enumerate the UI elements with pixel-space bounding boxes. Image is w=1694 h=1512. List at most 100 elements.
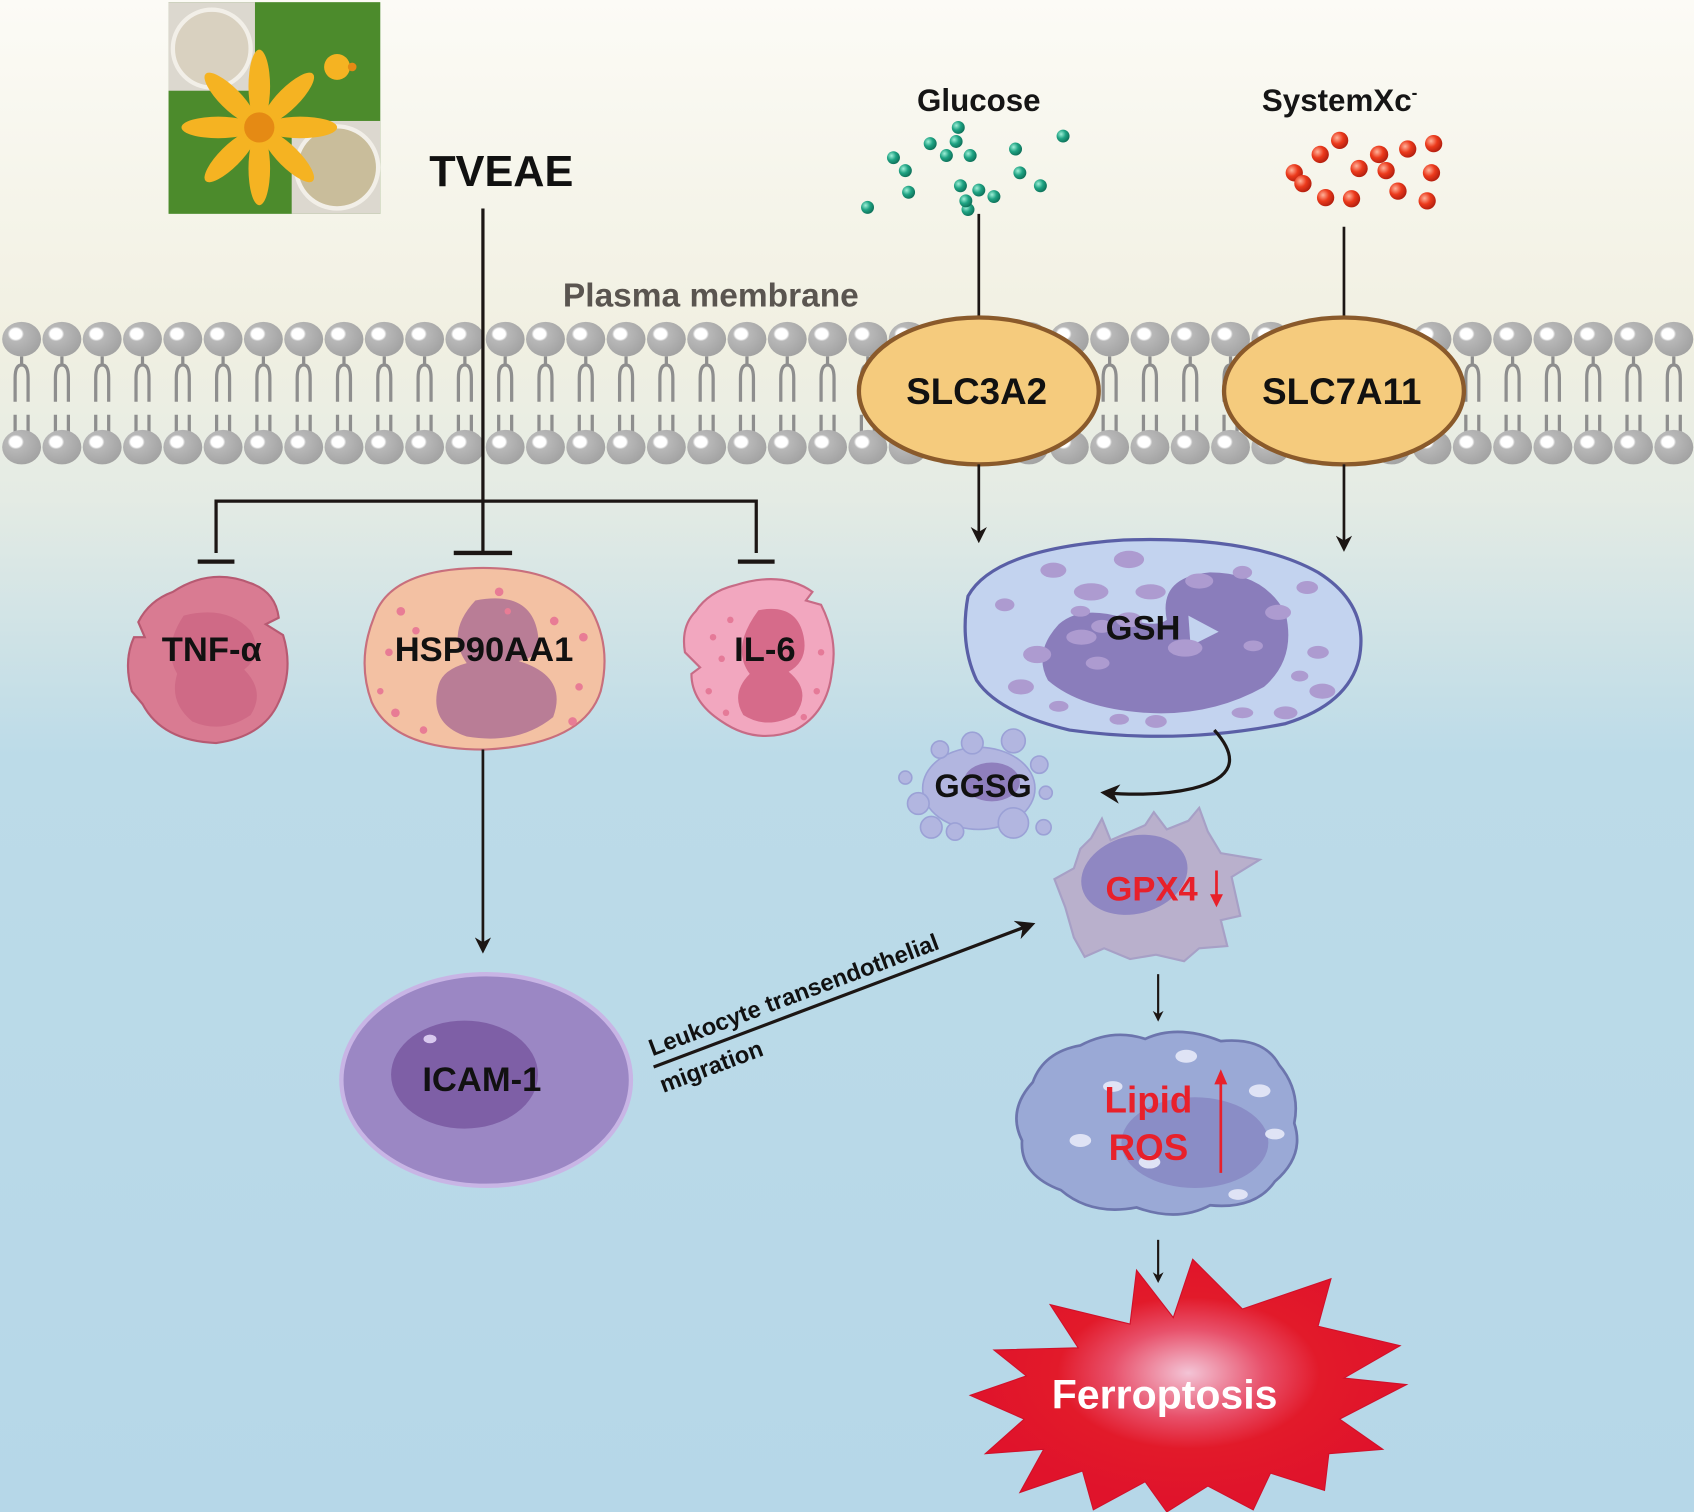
gsh-granule bbox=[1023, 645, 1052, 664]
glucose-particle bbox=[1033, 179, 1047, 193]
slc7a11-transporter: SLC7A11 bbox=[1221, 315, 1467, 467]
gsh-granule bbox=[1109, 713, 1129, 725]
cystine-particle bbox=[1424, 135, 1443, 153]
phospholipid bbox=[1533, 321, 1573, 465]
systemxc-particles bbox=[1285, 131, 1443, 210]
glucose-particle bbox=[923, 137, 937, 151]
phospholipid bbox=[324, 321, 364, 465]
plant-photo-collage bbox=[168, 2, 381, 214]
phospholipid bbox=[364, 321, 404, 465]
phospholipid bbox=[1654, 321, 1694, 465]
plasma-membrane-label: Plasma membrane bbox=[563, 278, 859, 315]
glucose-particle bbox=[1013, 166, 1027, 180]
gsh-granule bbox=[1073, 583, 1109, 601]
phospholipid bbox=[1614, 321, 1653, 465]
tveae-title: TVEAE bbox=[429, 148, 573, 196]
phospholipid bbox=[2, 321, 42, 465]
gpx4-cell: GPX4 bbox=[1053, 805, 1263, 963]
gsh-to-ggsg-arrow bbox=[1100, 728, 1232, 804]
ros-label: ROS bbox=[1109, 1127, 1189, 1168]
gsh-granule bbox=[1231, 707, 1254, 719]
gsh-granule bbox=[1113, 550, 1145, 569]
yellow-flower-icon bbox=[181, 49, 338, 206]
hsp90aa1-cell: HSP90AA1 bbox=[363, 566, 606, 751]
phospholipid bbox=[1170, 321, 1210, 465]
cystine-particle bbox=[1370, 145, 1389, 164]
glucose-particle bbox=[1009, 142, 1023, 156]
phospholipid bbox=[687, 321, 727, 465]
cystine-particle bbox=[1342, 190, 1361, 208]
cystine-particle bbox=[1350, 159, 1368, 178]
cystine-particle bbox=[1418, 192, 1436, 210]
cystine-particle bbox=[1377, 162, 1395, 180]
phospholipid bbox=[123, 321, 162, 465]
gsh-granule bbox=[1070, 605, 1091, 617]
phospholipid bbox=[284, 321, 324, 465]
gsh-granule bbox=[1145, 714, 1167, 728]
cystine-particle bbox=[1389, 182, 1407, 200]
phospholipid bbox=[405, 321, 445, 465]
gpx4-label: GPX4 bbox=[1106, 871, 1199, 909]
phospholipid bbox=[646, 321, 686, 465]
cystine-particle bbox=[1331, 131, 1349, 150]
gsh-label: GSH bbox=[1106, 609, 1181, 647]
phospholipid bbox=[606, 321, 646, 465]
gsh-granule bbox=[1085, 656, 1110, 670]
glucose-particle bbox=[902, 185, 916, 199]
systemxc-label: SystemXc- bbox=[1262, 82, 1418, 118]
phospholipid bbox=[1211, 321, 1250, 465]
glucose-particle bbox=[959, 194, 973, 208]
cystine-particle bbox=[1294, 174, 1312, 193]
ggsg-cell: GGSG bbox=[898, 728, 1054, 842]
phospholipid bbox=[1452, 321, 1492, 465]
phospholipid bbox=[243, 321, 283, 465]
gsh-granule bbox=[1291, 670, 1309, 682]
phospholipid bbox=[445, 321, 485, 465]
cystine-particle bbox=[1311, 145, 1329, 164]
glucose-particle bbox=[886, 151, 900, 165]
glucose-particle bbox=[963, 149, 977, 162]
phospholipid bbox=[163, 321, 203, 465]
gsh-granule bbox=[1243, 640, 1263, 652]
gsh-granule bbox=[1232, 565, 1253, 579]
gsh-granule bbox=[1040, 562, 1067, 578]
gsh-granule bbox=[1309, 683, 1336, 699]
glucose-particle bbox=[861, 200, 875, 214]
tnf-alpha-cell: TNF-α bbox=[126, 575, 289, 745]
ggsg-label: GGSG bbox=[935, 768, 1032, 804]
phospholipid bbox=[808, 321, 847, 465]
gsh-granule bbox=[1296, 581, 1319, 594]
icam1-label: ICAM-1 bbox=[422, 1061, 541, 1099]
phospholipid bbox=[485, 321, 525, 465]
slc7a11-label: SLC7A11 bbox=[1262, 371, 1421, 412]
cystine-particle bbox=[1399, 140, 1417, 158]
phospholipid bbox=[1130, 321, 1170, 465]
phospholipid bbox=[203, 321, 243, 465]
icam1-cell: ICAM-1 bbox=[339, 972, 634, 1188]
phospholipid bbox=[1493, 321, 1533, 465]
gsh-granule bbox=[1307, 645, 1329, 659]
gsh-granule bbox=[1167, 639, 1203, 657]
cystine-particle bbox=[1316, 189, 1335, 207]
phospholipid bbox=[1090, 321, 1130, 465]
phospholipid bbox=[42, 321, 82, 465]
tnf-alpha-label: TNF-α bbox=[162, 631, 262, 669]
glucose-particle bbox=[939, 149, 953, 162]
gsh-granule bbox=[1116, 612, 1142, 628]
phospholipid bbox=[82, 321, 122, 465]
gsh-granule bbox=[995, 598, 1015, 612]
glucose-particle bbox=[987, 190, 1001, 204]
cystine-particle bbox=[1422, 164, 1441, 182]
phospholipid bbox=[767, 321, 807, 465]
gsh-granule bbox=[1265, 604, 1292, 620]
gsh-cell: GSH bbox=[963, 537, 1363, 738]
gsh-granule bbox=[1273, 706, 1298, 720]
ferroptosis-label: Ferroptosis bbox=[1052, 1371, 1278, 1417]
phospholipid bbox=[526, 321, 565, 465]
lipid-ros-cell: Lipid ROS bbox=[1015, 1030, 1299, 1216]
gsh-granule bbox=[1066, 629, 1097, 645]
tveae-inhibition-lines bbox=[197, 208, 775, 564]
glucose-particle bbox=[972, 183, 986, 197]
